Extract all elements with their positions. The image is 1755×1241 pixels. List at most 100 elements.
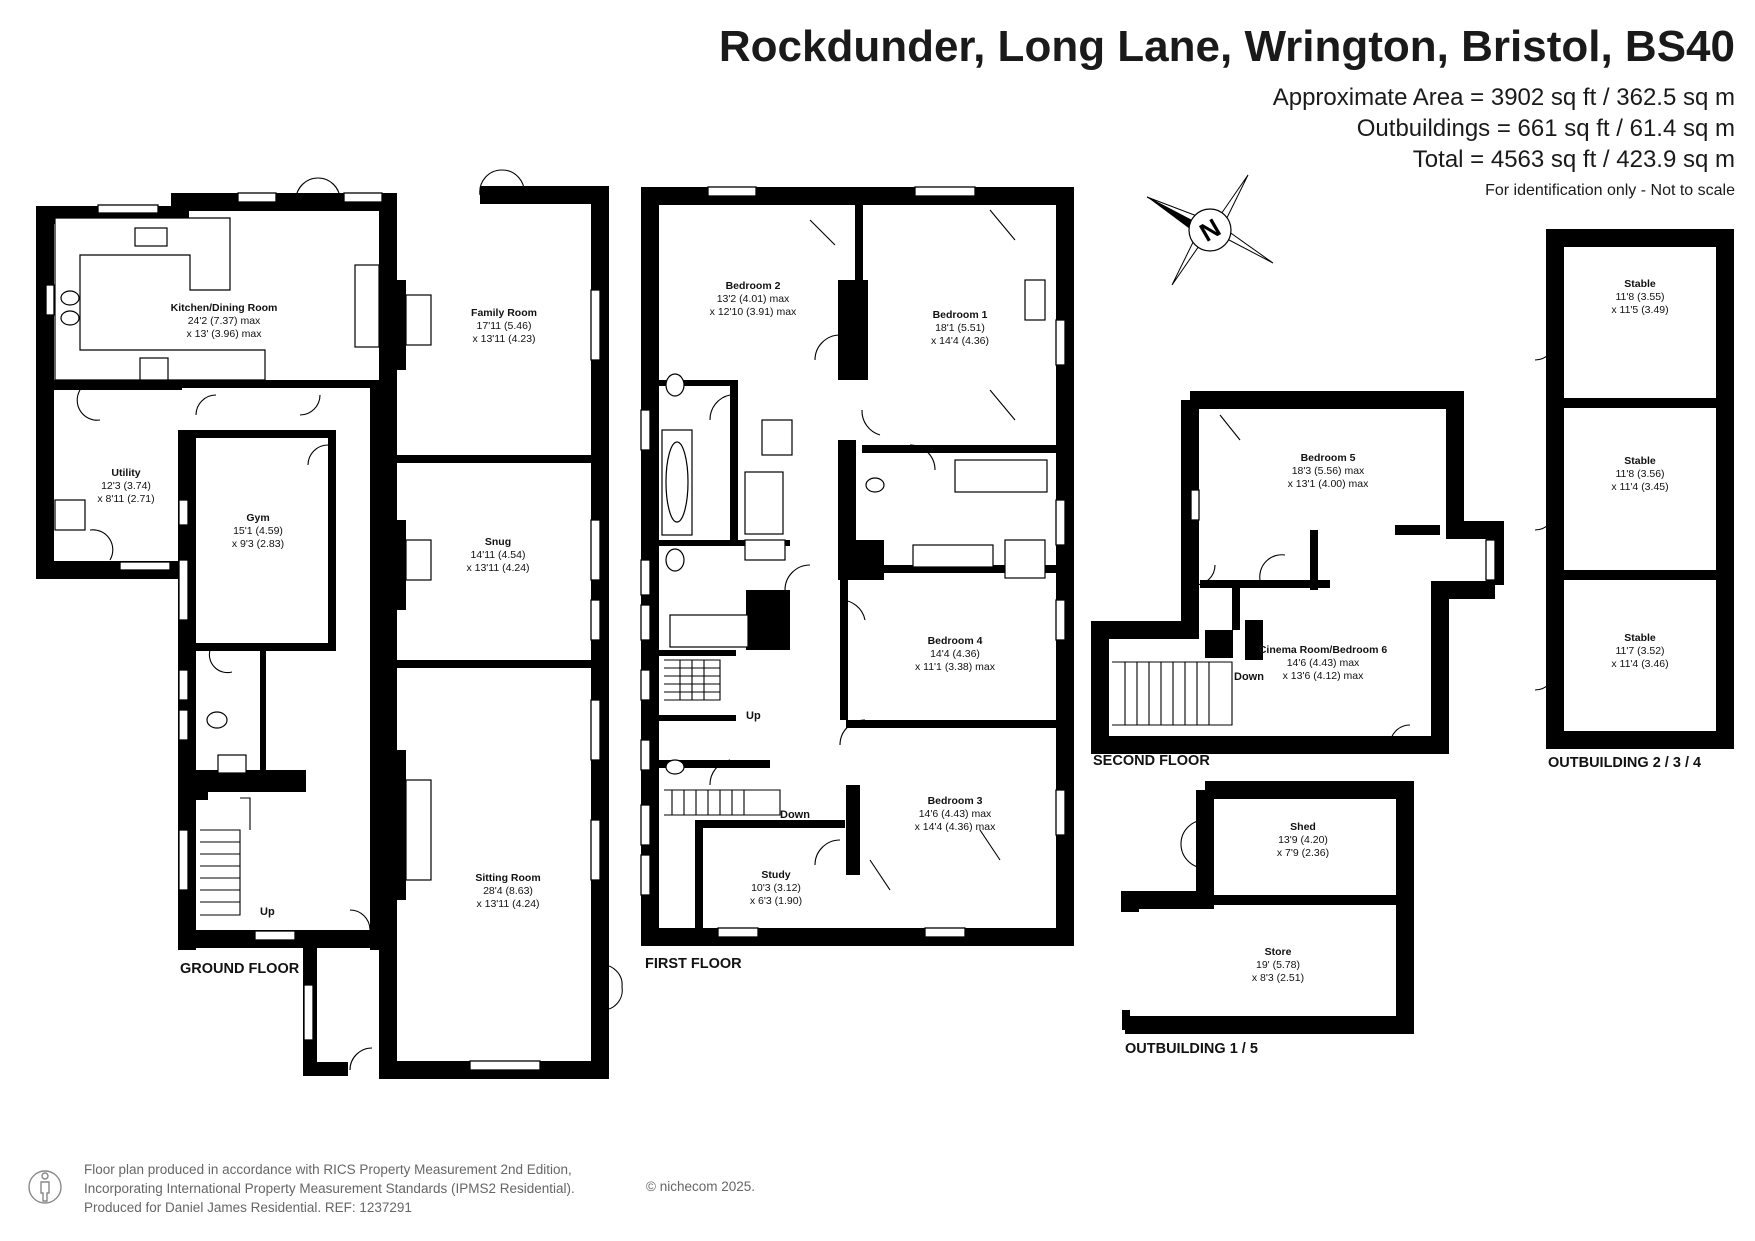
compass-icon: N <box>1146 174 1274 286</box>
svg-text:Bedroom 5: Bedroom 5 <box>1301 452 1356 464</box>
svg-text:x 11'5 (3.49): x 11'5 (3.49) <box>1611 304 1668 316</box>
svg-text:19' (5.78): 19' (5.78) <box>1256 959 1300 971</box>
footer-line: Floor plan produced in accordance with R… <box>84 1162 572 1177</box>
identification-note: For identification only - Not to scale <box>1485 182 1735 199</box>
svg-text:Snug: Snug <box>485 536 511 548</box>
stairs-down-label: Down <box>780 809 810 821</box>
copyright-notice: © nichecom 2025. <box>646 1179 756 1194</box>
svg-text:x 13'1 (4.00) max: x 13'1 (4.00) max <box>1288 478 1370 490</box>
svg-text:11'8 (3.55): 11'8 (3.55) <box>1615 291 1664 303</box>
person-scale-icon <box>28 1170 62 1204</box>
svg-text:x 13'6 (4.12) max: x 13'6 (4.12) max <box>1283 670 1365 682</box>
svg-text:x 13'11 (4.23): x 13'11 (4.23) <box>472 333 535 345</box>
svg-text:11'8 (3.56): 11'8 (3.56) <box>1615 468 1664 480</box>
svg-text:x 9'3 (2.83): x 9'3 (2.83) <box>232 538 284 550</box>
room-cinema: Cinema Room/Bedroom 6 14'6 (4.43) max x … <box>1259 644 1388 682</box>
property-title: Rockdunder, Long Lane, Wrington, Bristol… <box>718 22 1735 71</box>
room-kitchen: Kitchen/Dining Room 24'2 (7.37) max x 13… <box>171 302 278 340</box>
ground-floor-stairs <box>200 797 251 916</box>
outbuilding-2-3-4-label: OUTBUILDING 2 / 3 / 4 <box>1548 755 1701 771</box>
room-gym: Gym 15'1 (4.59) x 9'3 (2.83) <box>232 512 284 550</box>
svg-text:Gym: Gym <box>246 512 269 524</box>
svg-text:x 11'4 (3.45): x 11'4 (3.45) <box>1611 481 1668 493</box>
svg-text:x 13'11 (4.24): x 13'11 (4.24) <box>476 898 539 910</box>
room-store: Store 19' (5.78) x 8'3 (2.51) <box>1252 946 1304 984</box>
second-floor-stairs <box>1112 661 1233 726</box>
stairs-up-label: Up <box>260 906 275 918</box>
svg-text:Stable: Stable <box>1624 632 1656 644</box>
svg-text:13'2 (4.01) max: 13'2 (4.01) max <box>717 293 790 305</box>
svg-text:13'9 (4.20): 13'9 (4.20) <box>1278 834 1328 846</box>
svg-text:18'1 (5.51): 18'1 (5.51) <box>935 322 985 334</box>
room-snug: Snug 14'11 (4.54) x 13'11 (4.24) <box>466 536 529 574</box>
first-floor-label: FIRST FLOOR <box>645 956 742 972</box>
svg-text:10'3 (3.12): 10'3 (3.12) <box>751 882 801 894</box>
stairs-up-label: Up <box>746 710 761 722</box>
svg-text:x 14'4 (4.36) max: x 14'4 (4.36) max <box>915 821 997 833</box>
svg-text:11'7 (3.52): 11'7 (3.52) <box>1615 645 1664 657</box>
room-sitting: Sitting Room 28'4 (8.63) x 13'11 (4.24) <box>475 872 540 910</box>
room-stable1: Stable 11'8 (3.55) x 11'5 (3.49) <box>1611 278 1668 316</box>
svg-text:14'11 (4.54): 14'11 (4.54) <box>471 549 526 561</box>
svg-text:x 13' (3.96) max: x 13' (3.96) max <box>187 328 263 340</box>
footer-line: Produced for Daniel James Residential. R… <box>84 1200 412 1215</box>
svg-text:x 8'3 (2.51): x 8'3 (2.51) <box>1252 972 1304 984</box>
svg-text:x 11'1 (3.38) max: x 11'1 (3.38) max <box>915 661 996 673</box>
svg-text:18'3 (5.56) max: 18'3 (5.56) max <box>1292 465 1365 477</box>
outbuilding-1-5-plan <box>1121 781 1414 1034</box>
outbuilding-2-3-4-plan <box>1534 229 1734 749</box>
svg-text:Shed: Shed <box>1290 821 1316 833</box>
svg-text:Bedroom 4: Bedroom 4 <box>928 635 983 647</box>
second-floor-plan <box>1091 391 1504 754</box>
room-study: Study 10'3 (3.12) x 6'3 (1.90) <box>750 869 802 907</box>
approximate-area: Approximate Area = 3902 sq ft / 362.5 sq… <box>1272 84 1735 111</box>
outbuildings-area: Outbuildings = 661 sq ft / 61.4 sq m <box>1356 115 1735 142</box>
room-family: Family Room 17'11 (5.46) x 13'11 (4.23) <box>471 307 537 345</box>
svg-text:Stable: Stable <box>1624 278 1656 290</box>
first-floor-stairs <box>664 659 781 816</box>
room-bedroom2: Bedroom 2 13'2 (4.01) max x 12'10 (3.91)… <box>710 280 797 318</box>
footer-notes: Floor plan produced in accordance with R… <box>84 1160 575 1217</box>
room-bedroom1: Bedroom 1 18'1 (5.51) x 14'4 (4.36) <box>931 309 989 347</box>
footer-line: Incorporating International Property Mea… <box>84 1181 575 1196</box>
svg-text:Study: Study <box>761 869 790 881</box>
room-stable3: Stable 11'7 (3.52) x 11'4 (3.46) <box>1611 632 1668 670</box>
ground-floor-label: GROUND FLOOR <box>180 961 300 977</box>
svg-text:Stable: Stable <box>1624 455 1656 467</box>
svg-text:28'4 (8.63): 28'4 (8.63) <box>483 885 533 897</box>
svg-text:Bedroom 1: Bedroom 1 <box>933 309 988 321</box>
ground-floor-plan <box>36 169 623 1079</box>
svg-text:x 8'11 (2.71): x 8'11 (2.71) <box>97 493 154 505</box>
room-utility: Utility 12'3 (3.74) x 8'11 (2.71) <box>97 467 154 505</box>
svg-text:x 7'9 (2.36): x 7'9 (2.36) <box>1277 847 1329 859</box>
room-name: Kitchen/Dining Room <box>171 302 278 314</box>
svg-text:Bedroom 3: Bedroom 3 <box>928 795 983 807</box>
room-shed: Shed 13'9 (4.20) x 7'9 (2.36) <box>1277 821 1329 859</box>
stairs-down-label: Down <box>1234 671 1264 683</box>
room-stable2: Stable 11'8 (3.56) x 11'4 (3.45) <box>1611 455 1668 493</box>
svg-text:Family Room: Family Room <box>471 307 537 319</box>
svg-text:x 12'10 (3.91) max: x 12'10 (3.91) max <box>710 306 797 318</box>
second-floor-label: SECOND FLOOR <box>1093 753 1210 769</box>
svg-text:24'2 (7.37) max: 24'2 (7.37) max <box>188 315 261 327</box>
svg-text:x 11'4 (3.46): x 11'4 (3.46) <box>1611 658 1668 670</box>
svg-text:Bedroom 2: Bedroom 2 <box>726 280 781 292</box>
svg-text:12'3 (3.74): 12'3 (3.74) <box>101 480 151 492</box>
svg-text:Sitting Room: Sitting Room <box>475 872 540 884</box>
room-bedroom4: Bedroom 4 14'4 (4.36) x 11'1 (3.38) max <box>915 635 996 673</box>
svg-text:Store: Store <box>1265 946 1292 958</box>
svg-text:14'6 (4.43) max: 14'6 (4.43) max <box>919 808 992 820</box>
room-bedroom3: Bedroom 3 14'6 (4.43) max x 14'4 (4.36) … <box>915 795 997 833</box>
room-bedroom5: Bedroom 5 18'3 (5.56) max x 13'1 (4.00) … <box>1288 452 1370 490</box>
outbuilding-1-5-label: OUTBUILDING 1 / 5 <box>1125 1041 1258 1057</box>
svg-text:x 14'4 (4.36): x 14'4 (4.36) <box>931 335 989 347</box>
first-floor-plan <box>640 186 1074 946</box>
svg-text:14'6 (4.43) max: 14'6 (4.43) max <box>1287 657 1360 669</box>
svg-text:x 13'11 (4.24): x 13'11 (4.24) <box>466 562 529 574</box>
svg-text:15'1 (4.59): 15'1 (4.59) <box>233 525 283 537</box>
svg-text:17'11 (5.46): 17'11 (5.46) <box>477 320 532 332</box>
total-area: Total = 4563 sq ft / 423.9 sq m <box>1412 146 1735 173</box>
svg-text:Cinema Room/Bedroom 6: Cinema Room/Bedroom 6 <box>1259 644 1388 656</box>
svg-text:Utility: Utility <box>111 467 140 479</box>
